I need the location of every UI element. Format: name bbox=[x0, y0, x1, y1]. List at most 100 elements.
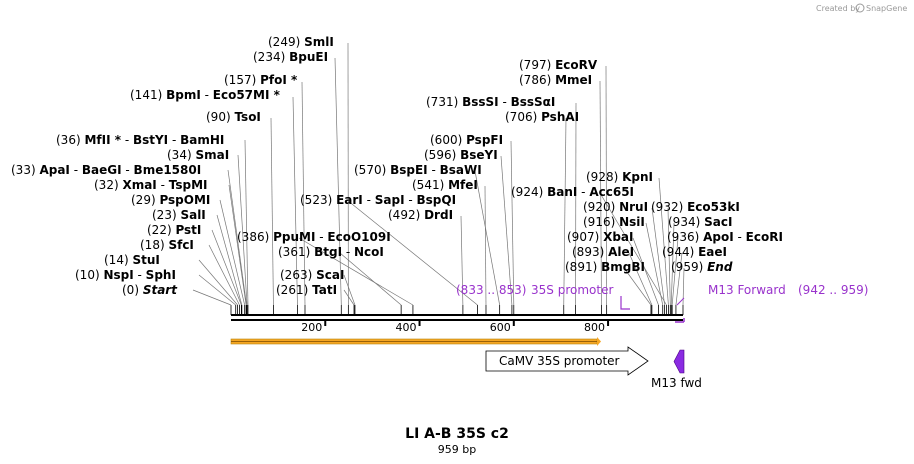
orf-arrow[interactable] bbox=[230, 337, 601, 346]
enzyme-label[interactable]: (523) EarI - SapI - BspQI bbox=[300, 193, 456, 207]
enzyme-leader-line bbox=[599, 80, 602, 306]
enzyme-leader-line bbox=[219, 199, 246, 306]
enzyme-label[interactable]: (570) BspEI - BsaWI bbox=[354, 163, 482, 177]
enzyme-leader-line bbox=[605, 65, 607, 306]
enzyme-labels: (0) Start(10) NspI - SphI(14) StuI(18) S… bbox=[11, 35, 783, 297]
enzyme-leader-line bbox=[216, 214, 243, 306]
enzyme-label[interactable]: (34) SmaI bbox=[167, 148, 229, 162]
enzyme-leader-line bbox=[198, 259, 238, 306]
enzyme-label[interactable]: (18) SfcI bbox=[140, 238, 194, 252]
enzyme-label[interactable]: (492) DrdI bbox=[388, 208, 453, 222]
enzyme-leader-line bbox=[632, 237, 659, 306]
m13-fwd-feature[interactable]: M13 fwd bbox=[651, 349, 702, 390]
enzyme-label[interactable]: (907) XbaI bbox=[567, 230, 634, 244]
axis-tick-label: 400 bbox=[396, 321, 417, 334]
enzyme-leader-line bbox=[628, 252, 653, 306]
enzyme-leader-line bbox=[563, 117, 567, 306]
enzyme-label[interactable]: (600) PspFI bbox=[430, 133, 503, 147]
enzyme-label[interactable]: (920) NruI bbox=[583, 200, 648, 214]
enzyme-leader-line bbox=[270, 117, 274, 306]
snapgene-credit: Created by SnapGene bbox=[816, 3, 907, 13]
enzyme-label[interactable]: (234) BpuEI bbox=[253, 50, 328, 64]
enzyme-leader-line bbox=[292, 96, 298, 306]
enzyme-leader-line bbox=[301, 81, 306, 306]
enzyme-label[interactable]: (934) SacI bbox=[668, 215, 732, 229]
axis-tick-label: 800 bbox=[584, 321, 605, 334]
enzyme-label[interactable]: (261) TatI bbox=[276, 283, 337, 297]
enzyme-leader-line bbox=[343, 289, 355, 306]
enzyme-label[interactable]: (936) ApoI - EcoRI bbox=[667, 230, 783, 244]
enzyme-leader-line bbox=[460, 215, 464, 306]
enzyme-leader-line bbox=[474, 170, 500, 306]
enzyme-label[interactable]: (22) PstI bbox=[147, 223, 201, 237]
enzyme-leader-line bbox=[298, 237, 414, 306]
enzyme-label[interactable]: (797) EcoRV bbox=[519, 58, 598, 72]
plasmid-name: LI A-B 35S c2 bbox=[405, 426, 509, 442]
enzyme-leader-line bbox=[675, 252, 683, 306]
enzyme-leader-line bbox=[671, 237, 679, 306]
enzyme-label[interactable]: (731) BssSI - BssSαI bbox=[426, 95, 555, 109]
enzyme-label[interactable]: (33) ApaI - BaeGI - Bme1580I bbox=[11, 163, 201, 177]
primer-35s-promoter[interactable]: (833 .. 853) 35S promoter bbox=[456, 283, 630, 310]
axis-tick-label: 600 bbox=[490, 321, 511, 334]
enzyme-leader-line bbox=[334, 57, 342, 306]
enzyme-leader-line bbox=[645, 222, 664, 306]
enzyme-label[interactable]: (893) AleI bbox=[572, 245, 634, 259]
enzyme-label[interactable]: (32) XmaI - TspMI bbox=[94, 178, 207, 192]
camv-35s-promoter-feature[interactable]: CaMV 35S promoter bbox=[485, 346, 649, 376]
enzyme-label[interactable]: (786) MmeI bbox=[519, 73, 592, 87]
enzyme-label[interactable]: (386) PpuMI - EcoO109I bbox=[237, 230, 391, 244]
axis-ticks: 200 400 600 800 bbox=[301, 320, 610, 334]
enzyme-leader-line bbox=[510, 140, 515, 306]
enzyme-label[interactable]: (10) NspI - SphI bbox=[75, 268, 176, 282]
enzyme-label[interactable]: (916) NsiI bbox=[583, 215, 645, 229]
enzyme-label[interactable]: (959) End bbox=[671, 260, 733, 274]
enzyme-label[interactable]: (29) PspOMI bbox=[131, 193, 210, 207]
enzyme-label[interactable]: (0) Start bbox=[122, 283, 178, 297]
enzyme-label[interactable]: (891) BmgBI bbox=[565, 260, 645, 274]
primer-range-m13: (942 .. 959) bbox=[798, 283, 868, 297]
enzyme-leader-line bbox=[237, 154, 248, 306]
enzyme-label[interactable]: (596) BseYI bbox=[424, 148, 498, 162]
enzyme-label[interactable]: (361) BtgI - NcoI bbox=[278, 245, 384, 259]
enzyme-label[interactable]: (944) EaeI bbox=[662, 245, 727, 259]
enzyme-label[interactable]: (706) PshAI bbox=[505, 110, 579, 124]
enzyme-leader-line bbox=[244, 139, 249, 306]
enzyme-label[interactable]: (924) BanI - Acc65I bbox=[511, 185, 634, 199]
enzyme-leader-line bbox=[339, 252, 402, 306]
enzyme-leader-lines bbox=[192, 42, 685, 315]
enzyme-label[interactable]: (263) ScaI bbox=[280, 268, 344, 282]
axis-tick-label: 200 bbox=[301, 321, 322, 334]
primer-range-35s: (833 .. 853) bbox=[456, 283, 526, 297]
enzyme-leader-line bbox=[198, 274, 236, 306]
enzyme-label[interactable]: (23) SalI bbox=[152, 208, 206, 222]
enzyme-label[interactable]: (541) MfeI bbox=[412, 178, 478, 192]
primer-name-35s: 35S promoter bbox=[531, 283, 613, 297]
enzyme-leader-line bbox=[484, 185, 487, 306]
enzyme-leader-line bbox=[346, 199, 478, 306]
enzyme-leader-line bbox=[667, 207, 671, 306]
enzyme-label[interactable]: (141) BpmI - Eco57MI * bbox=[130, 88, 281, 102]
snapgene-logo-icon bbox=[855, 3, 865, 13]
enzyme-label[interactable]: (249) SmlI bbox=[268, 35, 334, 49]
enzyme-leader-line bbox=[658, 177, 669, 306]
enzyme-leader-line bbox=[208, 244, 240, 306]
enzyme-label[interactable]: (157) PfoI * bbox=[224, 73, 298, 87]
credit-prefix: Created by bbox=[816, 4, 860, 13]
enzyme-leader-line bbox=[343, 274, 356, 306]
feature-label-m13: M13 fwd bbox=[651, 376, 702, 390]
enzyme-label[interactable]: (36) MfII * - BstYI - BamHI bbox=[56, 133, 224, 147]
enzyme-label[interactable]: (928) KpnI bbox=[586, 170, 653, 184]
primer-name-m13: M13 Forward bbox=[708, 283, 786, 297]
enzyme-label[interactable]: (932) Eco53kI bbox=[651, 200, 740, 214]
primer-m13-forward[interactable]: M13 Forward (942 .. 959) bbox=[675, 283, 868, 323]
enzyme-leader-line bbox=[670, 222, 675, 306]
enzyme-leader-line bbox=[211, 229, 242, 306]
enzyme-leader-line bbox=[192, 289, 232, 306]
feature-label-camv: CaMV 35S promoter bbox=[499, 354, 620, 368]
enzyme-label[interactable]: (90) TsoI bbox=[206, 110, 261, 124]
enzyme-leader-line bbox=[623, 267, 652, 306]
enzyme-leader-line bbox=[500, 155, 513, 306]
enzyme-label[interactable]: (14) StuI bbox=[104, 253, 160, 267]
